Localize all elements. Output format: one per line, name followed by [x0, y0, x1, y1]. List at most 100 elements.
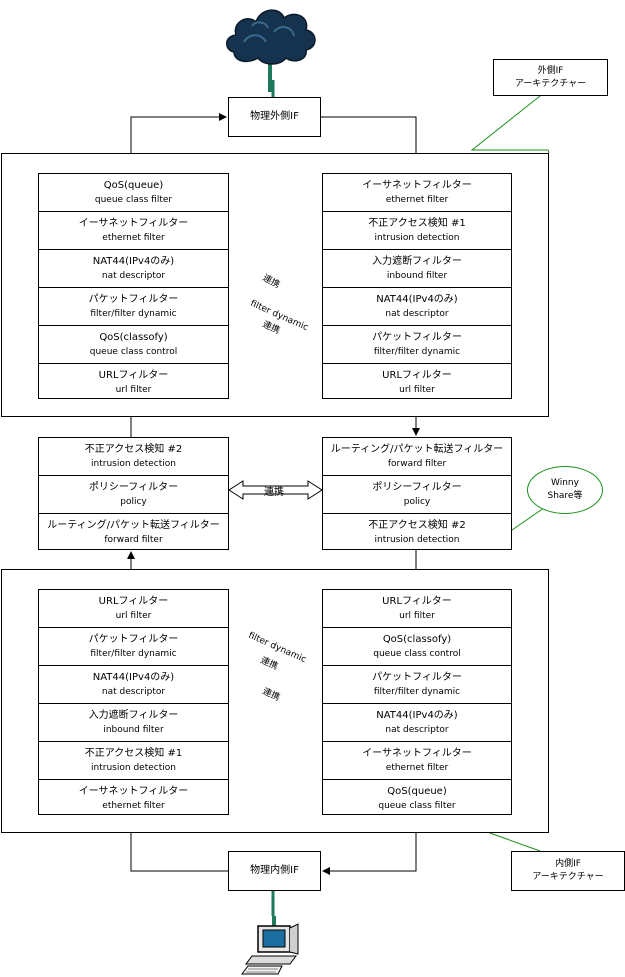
- filter-cell: URLフィルター url filter: [323, 590, 511, 628]
- filter-cell: ルーティング/パケット転送フィルター forward filter: [323, 438, 511, 476]
- filter-name: イーサネットフィルター: [362, 179, 472, 191]
- filter-name: 不正アクセス検知 #2: [368, 520, 466, 531]
- outer-if-architecture-label-line2: アーキテクチャー: [514, 78, 587, 89]
- filter-command: url filter: [115, 610, 152, 621]
- filter-cell: パケットフィルター filter/filter dynamic: [323, 666, 511, 704]
- filter-cell: 入力遮断フィルター inbound filter: [323, 250, 511, 288]
- physical-inner-if-label: 物理内側IF: [250, 865, 299, 876]
- filter-cell: 不正アクセス検知 #2 intrusion detection: [323, 514, 511, 552]
- filter-name: パケットフィルター: [88, 633, 179, 645]
- filter-command: forward filter: [387, 458, 447, 469]
- filter-command: nat descriptor: [101, 686, 166, 697]
- filter-cell: URLフィルター url filter: [39, 364, 228, 402]
- filter-command: policy: [403, 496, 431, 507]
- filter-cell: NAT44(IPv4のみ) nat descriptor: [323, 288, 511, 326]
- filter-cell: イーサネットフィルター ethernet filter: [39, 780, 228, 818]
- filter-cell: URLフィルター url filter: [323, 364, 511, 402]
- filter-name: パケットフィルター: [88, 293, 179, 305]
- arrow-inner-if-to-ethernet: [127, 816, 228, 872]
- filter-name: URLフィルター: [382, 595, 452, 607]
- filter-command: queue class control: [373, 648, 461, 659]
- filter-name: NAT44(IPv4のみ): [92, 671, 175, 683]
- filter-command: ethernet filter: [385, 762, 449, 773]
- filter-name: ポリシーフィルター: [88, 481, 179, 493]
- filter-command: intrusion detection: [374, 232, 460, 243]
- filter-name: QoS(queue): [387, 786, 447, 797]
- filter-name: QoS(classofy): [99, 331, 168, 343]
- filter-command: forward filter: [104, 535, 163, 545]
- filter-command: url filter: [399, 610, 435, 621]
- filter-name: URLフィルター: [98, 370, 169, 381]
- filter-name: パケットフィルター: [372, 671, 462, 683]
- filter-command: url filter: [115, 385, 152, 395]
- filter-command: ethernet filter: [102, 232, 165, 243]
- outer-if-architecture-label-line1: 外側IF: [537, 65, 564, 76]
- filter-command: inbound filter: [386, 270, 448, 281]
- inner-if-architecture-label-line1: 内側IF: [555, 859, 581, 869]
- filter-cell: QoS(queue) queue class filter: [323, 780, 511, 818]
- filter-command: intrusion detection: [374, 535, 460, 545]
- outer-if-architecture-label: 外側IF アーキテクチャー: [493, 59, 608, 96]
- share-label: Share等: [547, 491, 583, 501]
- filter-command: filter/filter dynamic: [373, 686, 461, 697]
- filter-command: queue class filter: [94, 194, 173, 205]
- filter-cell: QoS(classofy)queue class control: [323, 628, 511, 666]
- filter-command: filter/filter dynamic: [373, 346, 461, 357]
- cloud-icon: [226, 9, 316, 92]
- winny-label: Winny: [551, 478, 579, 488]
- filter-name: URLフィルター: [382, 370, 452, 381]
- filter-cell: イーサネットフィルター ethernet filter: [323, 174, 511, 212]
- filter-name: イーサネットフィルター: [78, 786, 189, 797]
- arrow-to-inner-if: [322, 815, 417, 875]
- physical-outer-if-label: 物理外側IF: [250, 111, 299, 122]
- filter-cell: QoS(queue)queue class filter: [39, 174, 228, 212]
- filter-command: ethernet filter: [385, 194, 449, 205]
- filter-cell: NAT44(IPv4のみ) nat descriptor: [323, 704, 511, 742]
- winny-leader: [511, 507, 545, 531]
- link-label-middle: 連携: [264, 487, 284, 498]
- physical-inner-if: 物理内側IF: [228, 851, 321, 891]
- filter-command: inbound filter: [103, 724, 164, 735]
- filter-name: 不正アクセス検知 #2: [84, 443, 183, 455]
- filter-command: queue class filter: [378, 801, 456, 811]
- filter-name: ルーティング/パケット転送フィルター: [330, 443, 504, 455]
- filter-name: NAT44(IPv4のみ): [376, 293, 458, 305]
- inner-label-leader: [489, 832, 541, 852]
- filter-command: url filter: [399, 385, 435, 395]
- inner-if-architecture-label: 内側IF アーキテクチャー: [511, 851, 625, 891]
- filter-command: filter/filter dynamic: [90, 308, 177, 319]
- inner-if-architecture-label-line2: アーキテクチャー: [532, 872, 604, 882]
- filter-cell: QoS(classofy) queue class control: [39, 326, 228, 364]
- filter-command: ethernet filter: [102, 801, 165, 811]
- filter-name: 不正アクセス検知 #1: [84, 747, 183, 759]
- filter-command: nat descriptor: [385, 724, 449, 735]
- filter-cell: 不正アクセス検知 #2 intrusion detection: [39, 438, 228, 476]
- filter-name: 入力遮断フィルター: [372, 255, 462, 267]
- filter-cell: NAT44(IPv4のみ) nat descriptor: [39, 250, 228, 288]
- filter-command: intrusion detection: [91, 458, 176, 469]
- filter-command: queue class control: [89, 346, 178, 357]
- filter-command: nat descriptor: [385, 308, 449, 319]
- filter-name: NAT44(IPv4のみ): [376, 709, 458, 721]
- outer-label-leader: [470, 95, 550, 154]
- filter-cell: NAT44(IPv4のみ) nat descriptor: [39, 666, 228, 704]
- filter-command: nat descriptor: [101, 270, 166, 281]
- physical-outer-if: 物理外側IF: [228, 97, 321, 137]
- filter-name: NAT44(IPv4のみ): [92, 255, 175, 267]
- middle-right-filter-stack: ルーティング/パケット転送フィルター forward filter ポリシーフィルタ…: [322, 437, 512, 550]
- winny-share-oval: Winny Share等: [527, 466, 603, 514]
